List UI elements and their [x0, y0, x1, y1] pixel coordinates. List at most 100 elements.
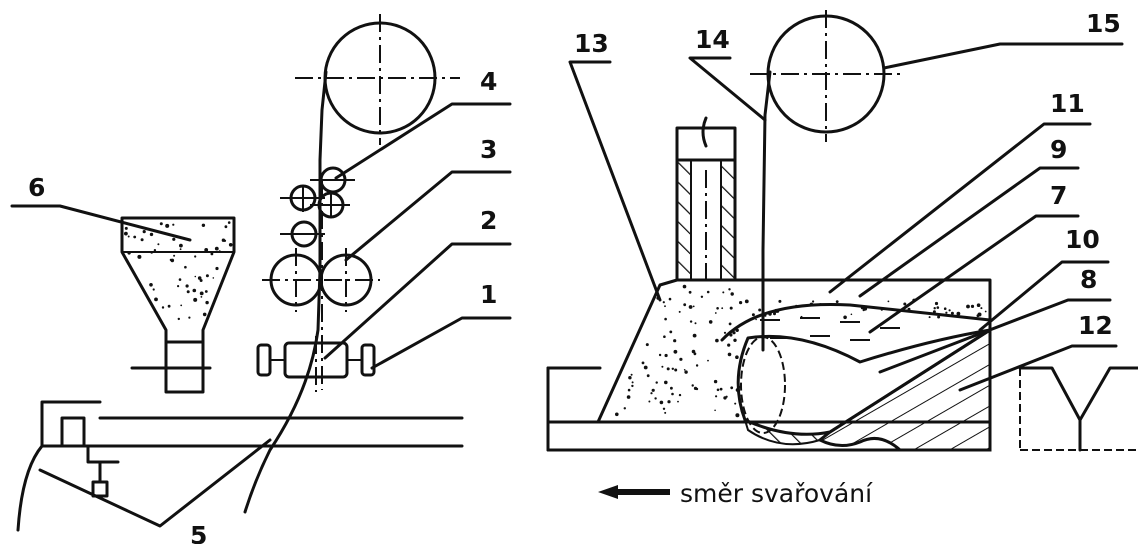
flux-grain: [153, 249, 157, 252]
flux-grain: [688, 305, 693, 309]
flux-grain: [200, 296, 203, 298]
clamp: [40, 400, 120, 498]
flux-grain: [725, 395, 728, 398]
flux-grain: [124, 226, 128, 230]
flux-grain: [159, 222, 163, 226]
welding-cable: [16, 444, 44, 532]
flux-grain: [691, 384, 694, 387]
flux-grain: [739, 301, 743, 305]
label-5: 5: [190, 521, 207, 544]
flux-grain: [664, 305, 666, 308]
flux-grain: [688, 290, 692, 294]
solidified-layer: [743, 418, 831, 446]
flux-grain: [157, 243, 160, 246]
flux-grain: [723, 331, 727, 334]
flux-grain: [956, 311, 961, 316]
flux-grain: [933, 307, 936, 310]
flux-grain: [887, 300, 890, 303]
flux-grain: [223, 239, 227, 242]
flux-grain: [646, 374, 650, 378]
flux-grain: [671, 367, 674, 370]
flux-grain: [627, 388, 631, 392]
flux-grain: [671, 392, 674, 396]
flux-grain: [670, 386, 673, 390]
flux-grain: [662, 301, 665, 304]
flux-grain: [154, 297, 158, 302]
flux-grain: [177, 285, 180, 288]
label-11: 11: [1050, 89, 1085, 118]
label-8: 8: [1080, 265, 1097, 294]
flux-grain: [903, 302, 907, 306]
flux-grain: [714, 409, 716, 412]
flux-grain: [934, 301, 939, 306]
flux-grain: [666, 367, 670, 371]
flux-grain: [659, 400, 664, 405]
flux-grain: [692, 305, 695, 308]
flux-grain: [937, 315, 941, 319]
flux-grain: [708, 320, 713, 324]
flux-grain: [677, 400, 679, 403]
flux-grain: [812, 300, 815, 303]
flux-grain: [664, 380, 668, 385]
label-9: 9: [1050, 135, 1067, 164]
flux-grain: [721, 307, 724, 310]
flux-grain: [977, 312, 982, 317]
flux-grain: [674, 368, 678, 372]
flux-grain: [980, 307, 983, 310]
flux-grain: [204, 290, 208, 293]
flux-grain: [734, 402, 737, 405]
flux-grain: [179, 248, 182, 251]
flux-grain: [730, 292, 734, 296]
flux-grain: [661, 365, 664, 368]
label-10: 10: [1065, 225, 1100, 254]
flux-grain: [178, 278, 182, 281]
flux-grain: [707, 359, 709, 362]
welding-wire-right: [761, 70, 772, 352]
label-13: 13: [574, 29, 609, 58]
flux-grain: [205, 300, 209, 305]
flux-grain: [655, 381, 658, 384]
flux-grain: [149, 283, 153, 287]
flux-grain: [970, 304, 975, 308]
flux-grain: [161, 306, 165, 309]
flux-grain: [224, 225, 228, 229]
flux-grain: [728, 322, 732, 326]
flux-grain: [692, 333, 697, 338]
label-3: 3: [480, 135, 497, 164]
number-labels: 1 2 3 4 5 6 7 8 9 10 11 12 13 14 15: [28, 9, 1121, 544]
flux-grain: [177, 317, 180, 321]
flux-grain: [205, 274, 209, 278]
flux-grain: [615, 412, 619, 417]
flux-grain: [212, 277, 215, 279]
flux-grain: [197, 276, 202, 280]
slag-layer: [720, 302, 992, 342]
label-14: 14: [695, 25, 730, 54]
flux-grain: [667, 400, 671, 404]
flux-grain: [862, 308, 865, 312]
flux-grain: [700, 295, 704, 298]
flux-grain: [127, 235, 130, 238]
flux-grain: [631, 381, 634, 384]
flux-grain: [682, 284, 687, 289]
flux-grain: [984, 310, 987, 313]
guide-pulleys: [280, 166, 355, 248]
flux-grain: [679, 357, 683, 361]
flux-grain: [729, 306, 733, 310]
flux-grain: [180, 304, 183, 307]
flux-grain: [186, 290, 190, 294]
flux-grain: [170, 258, 175, 263]
feed-rollers: [262, 248, 380, 312]
label-6: 6: [28, 173, 45, 202]
flux-grain: [691, 349, 696, 354]
flux-grain: [773, 312, 776, 316]
direction-arrow-icon: [598, 485, 670, 499]
flux-grain: [693, 352, 697, 356]
flux-grain: [179, 243, 183, 248]
label-2: 2: [480, 206, 497, 235]
flux-grain: [663, 335, 666, 339]
flux-pipe: [675, 116, 737, 282]
flux-grain: [201, 223, 206, 227]
flux-grain: [204, 248, 209, 252]
flux-grain: [673, 339, 677, 343]
